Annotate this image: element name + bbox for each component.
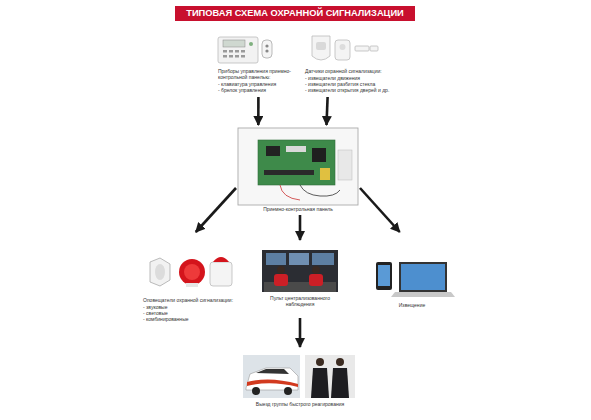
control-panel-node: Приемно-контрольная панель [236,125,360,215]
flow-arrow [360,188,400,232]
sirens-node: Оповещатели охранной сигнализации:- звук… [143,232,239,325]
phone-picture [376,262,392,290]
motion-sensor-picture [312,36,330,60]
node-heading: Датчики охранной сигнализации: [305,68,399,74]
node-heading: Выезд группы быстрого реагирования [240,401,360,407]
flow-arrow [299,215,302,240]
glass-break-sensor-picture [335,40,350,60]
node-item: - звуковые [143,304,239,310]
node-item: - извещатели движения [305,75,399,81]
flow-arrow [196,188,236,232]
flow-arrow [257,97,260,125]
guards-picture [305,355,355,398]
keyfob-picture [262,40,272,58]
node-heading: Приборы управления приемно-контрольной п… [218,68,304,80]
light-siren-picture [179,259,205,287]
flow-arrow [299,318,302,347]
patrol-car-picture [243,355,300,398]
monitoring-node: Пульт централизованного наблюдения [258,240,342,318]
node-item: - извещатели разбития стекла [305,81,399,87]
node-item: - извещатели открытия дверей и др. [305,87,399,93]
sensors-node: Датчики охранной сигнализации:- извещате… [305,33,399,97]
door-sensor-picture [355,46,378,51]
sound-siren-picture [150,258,170,286]
node-item: - комбинированные [143,316,239,322]
node-heading: Оповещатели охранной сигнализации: [143,297,239,303]
node-heading: Извещение [368,302,456,308]
laptop-picture [391,262,455,297]
control-devices-node: Приборы управления приемно-контрольной п… [218,33,304,97]
control-panel-picture [238,128,358,205]
flow-arrow [327,97,328,125]
node-heading: Приемно-контрольная панель [236,206,360,212]
title-band: ТИПОВАЯ СХЕМА ОХРАННОЙ СИГНАЛИЗАЦИИ [175,6,415,21]
node-item: - брелок управления [218,87,304,93]
response-team-node: Выезд группы быстрого реагирования [240,347,360,411]
notification-node: Извещение [368,232,456,312]
monitoring-room-picture [262,250,338,292]
node-item: - клавиатура управления [218,81,304,87]
keypad-picture [218,37,258,63]
node-heading: Пульт централизованного наблюдения [258,295,342,307]
combined-siren-picture [210,257,232,286]
node-item: - световые [143,310,239,316]
